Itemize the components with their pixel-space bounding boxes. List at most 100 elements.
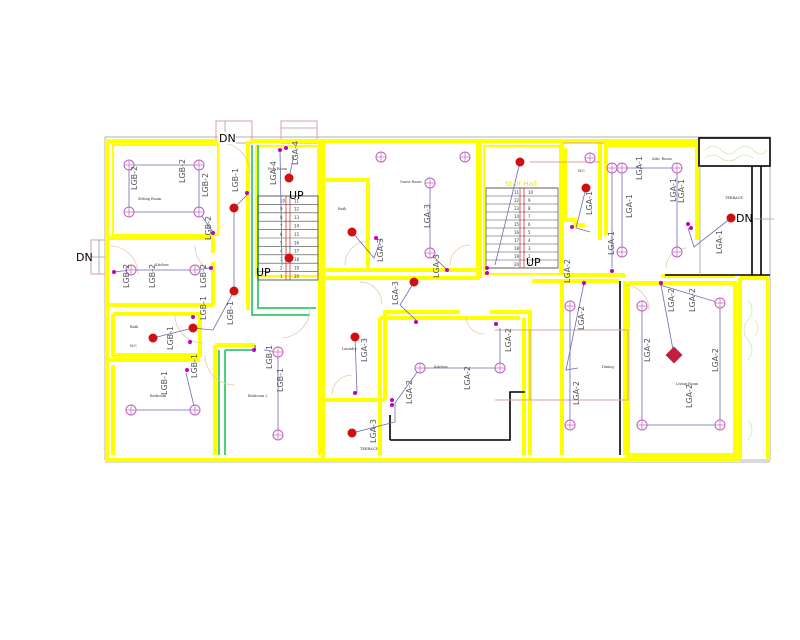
ceiling-fan-icon (284, 253, 294, 263)
light-fixture-icon (125, 404, 137, 416)
interior-walls (107, 141, 737, 460)
svg-text:6: 6 (528, 222, 531, 227)
room-label-attic-room: Attic Room (651, 157, 672, 161)
circuit-label: LGA-2 (711, 348, 720, 372)
chandelier-icon (665, 346, 683, 364)
circuit-label: LGA-3 (376, 238, 385, 262)
svg-text:16: 16 (514, 230, 520, 235)
light-fixture-icon (671, 162, 683, 174)
light-fixture-icon (714, 419, 726, 431)
circuit-label: LGA-1 (715, 230, 724, 254)
svg-text:1: 1 (280, 274, 283, 279)
ceiling-fan-icon (148, 333, 158, 343)
circuit-label: LGB-2 (199, 264, 208, 288)
svg-text:4: 4 (528, 238, 531, 243)
svg-text:7: 7 (528, 214, 531, 219)
circuit-label: LGB-2 (130, 166, 139, 190)
circuit-label: LGB-2 (204, 216, 213, 240)
light-fixture-icon (584, 152, 596, 164)
light-fixture-icon (671, 246, 683, 258)
circuit-label: LGA-1 (635, 156, 644, 180)
circuit-label: LGA-4 (291, 141, 300, 165)
dining-table-outline (529, 329, 629, 401)
room-label-terrace-b: TERRACE (360, 447, 378, 451)
ceiling-fans (148, 157, 736, 438)
circuit-label: LGA-3 (391, 281, 400, 305)
svg-text:10: 10 (280, 198, 286, 203)
svg-text:18: 18 (514, 246, 520, 251)
circuit-label: LGA-1 (677, 179, 686, 203)
svg-text:20: 20 (294, 274, 300, 279)
circuit-label: LGA-2 (463, 366, 472, 390)
circuit-label: LGA-2 (685, 384, 694, 408)
svg-text:15: 15 (514, 222, 520, 227)
ceiling-fan-icon (726, 213, 736, 223)
room-label-puja-room: Puja Room (268, 167, 288, 171)
room-label-wc-b: W.C (130, 344, 137, 348)
circuit-label: LGB-2 (148, 264, 157, 288)
room-label-guest-room: Guest Room (400, 180, 422, 184)
svg-text:9: 9 (280, 207, 283, 212)
room-label-bath-a: Bath (338, 207, 347, 211)
svg-text:10: 10 (528, 190, 534, 195)
circuit-label: LGB-1 (276, 368, 285, 392)
circuit-label: LGA-2 (688, 288, 697, 312)
circuit-label: LGA-1 (607, 231, 616, 255)
light-fixture-icon (424, 247, 436, 259)
dn-label-right: DN (736, 212, 753, 225)
light-fixture-icon (189, 404, 201, 416)
room-label-wc-a: W.C (578, 169, 585, 173)
svg-text:14: 14 (294, 224, 300, 229)
circuit-label: LGA-3 (369, 419, 378, 443)
circuit-label: LGA-2 (577, 306, 586, 330)
circuit-label: LGB-1 (226, 301, 235, 325)
circuit-label: LGB-2 (178, 159, 187, 183)
svg-text:18: 18 (294, 257, 300, 262)
circuit-label: LGA-3 (432, 254, 441, 278)
circuit-label: LGA-1 (585, 191, 594, 215)
svg-text:12: 12 (294, 207, 300, 212)
black-boundaries (389, 137, 771, 455)
light-fixture-icon (375, 151, 387, 163)
circuit-label: LGA-2 (504, 328, 513, 352)
ceiling-fan-icon (515, 157, 525, 167)
circuit-label: LGB-1 (190, 354, 199, 378)
light-fixture-icon (272, 429, 284, 441)
svg-text:20: 20 (514, 262, 520, 267)
light-fixture-icon (606, 162, 618, 174)
svg-text:16: 16 (294, 240, 300, 245)
svg-text:12: 12 (514, 198, 520, 203)
light-fixture-icon (272, 346, 284, 358)
room-label-kitchen-a: Kitchen (434, 365, 448, 369)
light-fixture-icon (123, 206, 135, 218)
circuit-label: LGA-1 (625, 194, 634, 218)
circuit-label: LGB-1 (160, 371, 169, 395)
svg-text:9: 9 (528, 198, 531, 203)
light-fixture-icon (125, 264, 137, 276)
light-fixture-icon (636, 300, 648, 312)
ceiling-fan-icon (347, 227, 357, 237)
dn-label-top: DN (219, 132, 236, 145)
light-fixture-icon (189, 264, 201, 276)
svg-text:5: 5 (528, 230, 531, 235)
circuit-label: LGB-2 (122, 264, 131, 288)
svg-text:13: 13 (294, 215, 300, 220)
light-fixture-icon (459, 151, 471, 163)
room-label-bedroom-b2: Bedroom 2 (248, 394, 267, 398)
light-fixture-icon (414, 362, 426, 374)
stair-hall-label: Stair Hall (505, 180, 537, 188)
light-fixture-icon (616, 246, 628, 258)
light-fixture-icon (616, 162, 628, 174)
circuit-label: LGA-2 (405, 380, 414, 404)
circuit-label: LGB-2 (201, 173, 210, 197)
svg-text:14: 14 (514, 214, 520, 219)
ceiling-fan-icon (409, 277, 419, 287)
light-fixture-icon (714, 297, 726, 309)
light-fixture-icon (123, 159, 135, 171)
circuit-label: LGA-2 (667, 288, 676, 312)
ceiling-fan-icon (350, 332, 360, 342)
ceiling-fan-icon (581, 183, 591, 193)
